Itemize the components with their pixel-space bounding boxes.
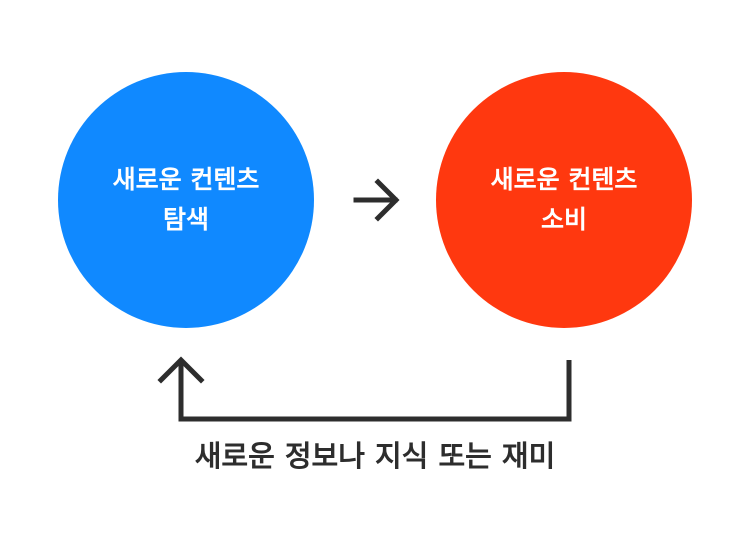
explore-node-line1: 새로운 컨텐츠 (112, 165, 260, 194)
explore-node: 새로운 컨텐츠 탐색 (58, 72, 314, 328)
explore-node-line2: 탐색 (162, 205, 209, 234)
consume-node-line2: 소비 (540, 205, 587, 234)
consume-node-line1: 새로운 컨텐츠 (490, 165, 638, 194)
feedback-loop-label: 새로운 정보나 지식 또는 재미 (194, 439, 556, 473)
feedback-loop-arrow (157, 356, 572, 422)
consume-node: 새로운 컨텐츠 소비 (436, 72, 692, 328)
forward-arrow (353, 178, 400, 222)
